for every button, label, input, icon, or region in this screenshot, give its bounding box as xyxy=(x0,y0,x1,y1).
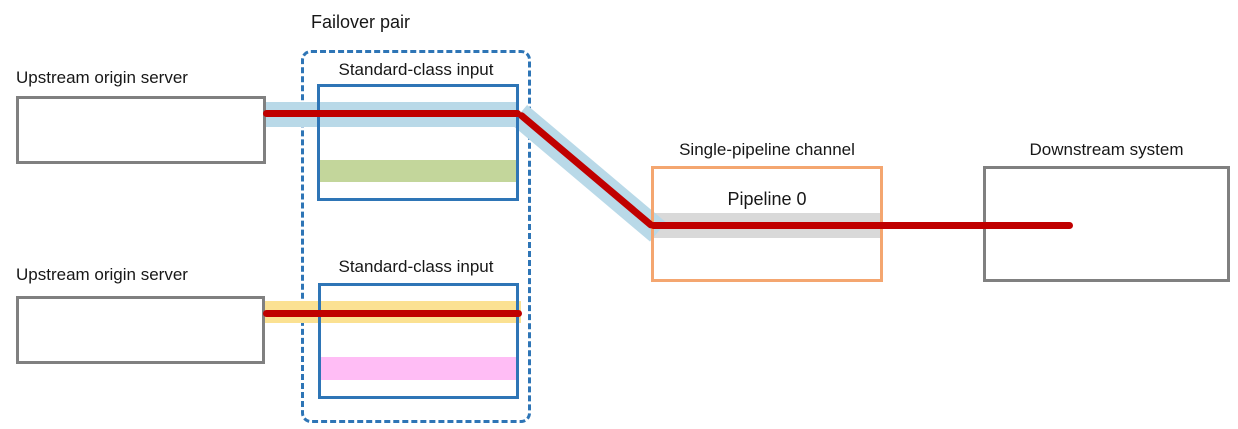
failover-pair-label: Failover pair xyxy=(311,12,411,32)
upstream-origin-server-bottom-box xyxy=(16,296,265,364)
upstream-origin-server-top-box xyxy=(16,96,266,164)
pipeline-0-label: Pipeline 0 xyxy=(727,189,807,209)
stream-line-diagonal xyxy=(516,110,656,230)
failover-pair-group-box xyxy=(301,50,531,423)
single-pipeline-channel-label: Single-pipeline channel xyxy=(679,140,855,159)
standard-class-input-bottom-box xyxy=(318,283,519,399)
stream-line-bottom-horizontal xyxy=(263,309,522,317)
input-slot-active-band xyxy=(320,160,517,182)
standard-class-input-top-label: Standard-class input xyxy=(338,60,494,79)
upstream-origin-server-top-label: Upstream origin server xyxy=(16,68,188,87)
standard-class-input-bottom-label: Standard-class input xyxy=(338,257,494,276)
standard-class-input-top-box xyxy=(317,84,519,201)
downstream-system-label: Downstream system xyxy=(1029,140,1184,159)
stream-line-channel-to-downstream xyxy=(650,222,1073,229)
upstream-origin-server-bottom-label: Upstream origin server xyxy=(16,265,188,284)
input-slot-standby-band xyxy=(321,357,517,380)
stream-line-top-horizontal xyxy=(263,109,521,117)
